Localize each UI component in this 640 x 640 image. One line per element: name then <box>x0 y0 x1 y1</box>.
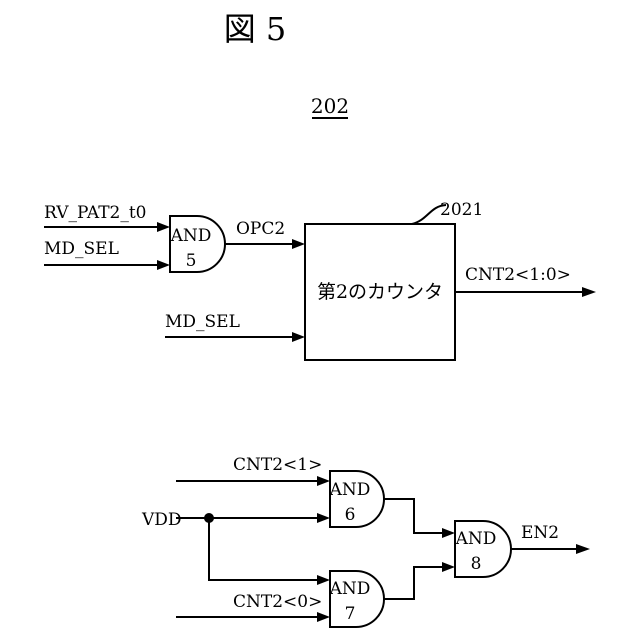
and7-out-wire <box>384 567 445 599</box>
rv-pat2-arrow <box>157 222 170 232</box>
cnt2-bus-arrow <box>582 287 596 297</box>
block-reference: 202 <box>311 94 349 118</box>
counter-reference: 2021 <box>440 200 483 220</box>
en2-arrow <box>576 544 590 554</box>
and-gate-7-type: AND <box>329 579 371 599</box>
and-gate-6-type: AND <box>329 480 371 500</box>
md-sel-counter-arrow <box>292 332 305 342</box>
counter-label: 第2のカウンタ <box>317 281 443 303</box>
md-sel-gate-arrow <box>157 260 170 270</box>
signal-rv-pat2-t0: RV_PAT2_t0 <box>44 203 147 223</box>
and-gate-6-number: 6 <box>345 505 356 525</box>
signal-en2: EN2 <box>521 523 559 543</box>
vdd-arrow <box>317 513 330 523</box>
and6-out-wire <box>384 499 445 533</box>
and7-out-arrow <box>442 562 455 572</box>
and-gate-7-number: 7 <box>345 604 356 624</box>
figure-title: 図 5 <box>224 10 287 48</box>
signal-md-sel-counter: MD_SEL <box>165 312 240 332</box>
signal-cnt2-0: CNT2<0> <box>233 592 322 612</box>
signal-cnt2-1: CNT2<1> <box>233 455 322 475</box>
signal-vdd: VDD <box>141 510 182 530</box>
and-gate-8-type: AND <box>455 529 497 549</box>
cnt2-1-arrow <box>317 476 330 486</box>
opc2-arrow <box>292 239 305 249</box>
vdd-branch-arrow <box>317 575 330 585</box>
and-gate-8-number: 8 <box>471 554 482 574</box>
and-gate-5-number: 5 <box>186 251 197 271</box>
signal-cnt2-bus: CNT2<1:0> <box>465 265 571 285</box>
and6-out-arrow <box>442 528 455 538</box>
and-gate-5-type: AND <box>170 226 212 246</box>
cnt2-0-arrow <box>317 612 330 622</box>
vdd-branch-wire <box>209 518 320 580</box>
signal-opc2: OPC2 <box>236 219 285 239</box>
signal-md-sel-gate: MD_SEL <box>44 239 119 259</box>
